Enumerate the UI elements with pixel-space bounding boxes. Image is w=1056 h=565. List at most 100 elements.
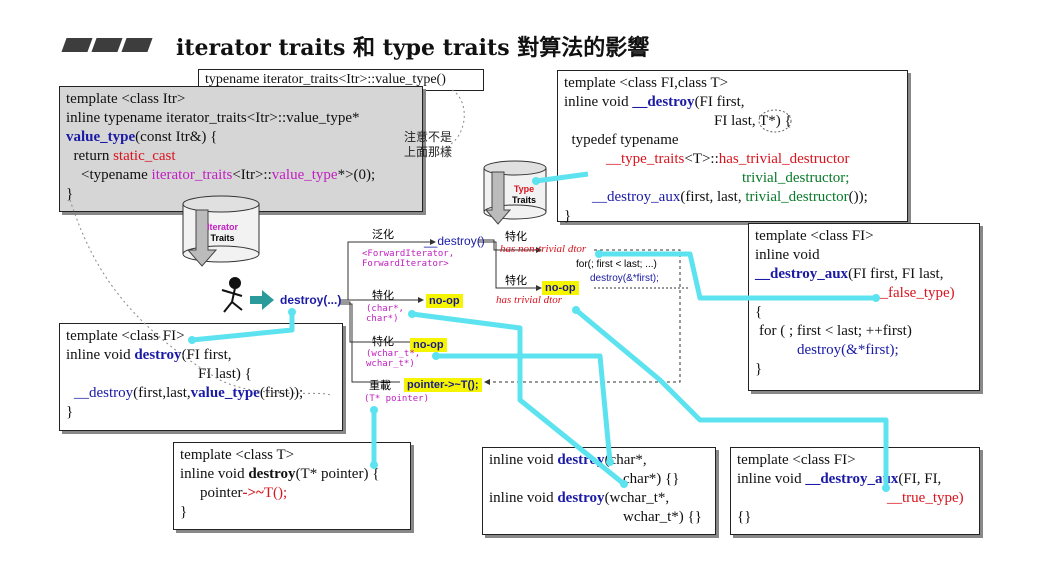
note-not-above: 注意不是 上面那樣	[404, 130, 453, 159]
cyl-ty-line2: Traits	[512, 195, 537, 205]
dt-line8: }	[564, 208, 572, 224]
vt-line5c: <Itr>::	[232, 167, 272, 183]
for-loop-label: for(; first < last; ...)	[576, 259, 657, 270]
has-nontrivial-label: has non-trivial dtor	[500, 243, 587, 255]
dc-line4: wchar_t*) {}	[623, 509, 702, 525]
teal-arrow	[250, 290, 274, 310]
dt-type-traits: __type_traits	[606, 151, 685, 167]
vt-line1: template <class Itr>	[66, 91, 186, 107]
dt-func-name: __destroy	[632, 94, 695, 110]
df-line4d: (first));	[259, 385, 304, 401]
vt-iterator-traits: iterator_traits	[151, 167, 233, 183]
dtp-line2a: inline void	[180, 466, 249, 482]
fa-line8: }	[755, 361, 763, 377]
char-pair-label: (char*, char*)	[366, 304, 404, 324]
df-value-type: value_type	[190, 385, 260, 401]
dtp-line1: template <class T>	[180, 447, 295, 463]
dc-line1a: inline void	[489, 452, 558, 468]
dc-line3a: inline void	[489, 490, 558, 506]
df-line1: template <class FI>	[66, 328, 185, 344]
vt-value-type: value_type	[271, 167, 338, 183]
dotted-curve-2	[69, 199, 331, 396]
iterator-traits-cylinder	[182, 195, 260, 267]
vt-line4a: return	[66, 148, 114, 164]
dc-func-name2: destroy	[557, 490, 605, 506]
dt-destroy-aux: __destroy_aux	[592, 189, 681, 205]
has-trivial-label: has trivial dtor	[496, 294, 563, 306]
dc-line3c: (wchar_t*,	[604, 490, 670, 506]
runner-figure	[221, 277, 243, 313]
top-label-text: typename iterator_traits<Itr>::value_typ…	[205, 72, 446, 87]
dotted-curve	[439, 89, 465, 151]
vt-line5e: *>(0);	[337, 167, 376, 183]
dt-line7b: (first, last,	[680, 189, 746, 205]
cyl-ty-line1: Type	[513, 184, 535, 194]
noop-wchar: no-op	[410, 338, 447, 352]
dt-line6: trivial_destructor;	[742, 170, 850, 186]
df-func-name: destroy	[134, 347, 182, 363]
pointer-dtor-label: pointer->~T();	[404, 378, 482, 392]
generalize-label: 泛化	[372, 229, 394, 241]
special1-label: 特化	[505, 231, 527, 243]
dt-line5b: <T>::	[684, 151, 719, 167]
vt-line6: }	[66, 186, 74, 202]
dc-line2: char*) {}	[623, 471, 680, 487]
destroy-char-box: inline void destroy (char*, char*) {} inl…	[482, 447, 716, 535]
df-line4b: (first,last,	[133, 385, 191, 401]
vt-line3b: (const Itr&) {	[135, 129, 218, 145]
vt-line2: inline typename iterator_traits<Itr>::va…	[66, 110, 360, 126]
tptr-label: (T* pointer)	[364, 394, 430, 404]
noop-char: no-op	[426, 294, 463, 308]
cyl-it-line2: Traits	[210, 233, 235, 243]
vt-func-name: value_type	[66, 129, 136, 145]
vt-static-cast: static_cast	[113, 148, 176, 164]
dt-line2a: inline void	[564, 94, 633, 110]
destroy-aux-false-box: template <class FI> inline void __destro…	[748, 223, 980, 391]
destroy-aux-true-box: template <class FI> inline void __destro…	[730, 447, 980, 535]
cyl-it-line1: Iterator	[207, 222, 239, 232]
wchar-pair-label: (wchar_t*, wchar_t*)	[366, 349, 421, 369]
type-traits-label: Type Traits	[512, 184, 536, 206]
ta-line1: template <class FI>	[737, 452, 856, 468]
fa-line7: destroy(&*first);	[797, 342, 899, 358]
dtp-arrow: ->~	[242, 485, 264, 501]
destroy-first-label: destroy(&*first);	[590, 273, 659, 284]
df-destroy-call: __destroy	[74, 385, 134, 401]
fa-line2: inline void	[755, 247, 820, 263]
dt-line3: FI last, T*) {	[714, 113, 792, 129]
dtp-pointer: pointer	[200, 485, 243, 501]
ta-line2a: inline void	[737, 471, 806, 487]
noop-trivial: no-op	[542, 281, 579, 295]
dtp-line2c: (T* pointer) {	[295, 466, 380, 482]
value-type-box: template <class Itr> inline typename ite…	[59, 86, 423, 212]
ta-func-name: __destroy_aux	[805, 471, 899, 487]
ta-line2c: (FI, FI,	[898, 471, 942, 487]
dt-has-trivial: has_trivial_destructor	[718, 151, 850, 167]
dtp-line4: }	[180, 504, 188, 520]
fa-func-name: __destroy_aux	[755, 266, 849, 282]
special3-label: 特化	[372, 290, 394, 302]
fa-line6: for ( ; first < last; ++first)	[759, 323, 912, 339]
special2-label: 特化	[505, 275, 527, 287]
dt-line7d: ());	[848, 189, 868, 205]
dt-line2c: (FI first,	[694, 94, 745, 110]
cyan-dots	[188, 177, 890, 492]
dc-line1c: (char*,	[604, 452, 647, 468]
fa-line5: {	[755, 304, 763, 320]
iterator-traits-label: Iterator Traits	[207, 222, 238, 244]
cyan-connectors	[191, 171, 889, 488]
df-line5: }	[66, 404, 74, 420]
ta-line4: {}	[737, 509, 752, 525]
overload-label: 重載	[369, 380, 391, 392]
destroy-template-box: template <class FI,class T> inline void …	[557, 70, 908, 224]
dt-trivial-destructor: trivial_destructor	[745, 189, 849, 205]
destroy-t-box: template <class T> inline void destroy(T…	[173, 442, 411, 530]
df-line2a: inline void	[66, 347, 135, 363]
destroy-call-label: destroy(...)	[280, 293, 342, 307]
fa-false-type: __false_type)	[873, 285, 955, 301]
fi-pair-label: <ForwardIterator, ForwardIterator>	[362, 249, 455, 269]
page-title: iterator traits 和 type traits 對算法的影響	[176, 35, 650, 61]
fa-line1: template <class FI>	[755, 228, 874, 244]
tstar-circle	[758, 109, 792, 133]
